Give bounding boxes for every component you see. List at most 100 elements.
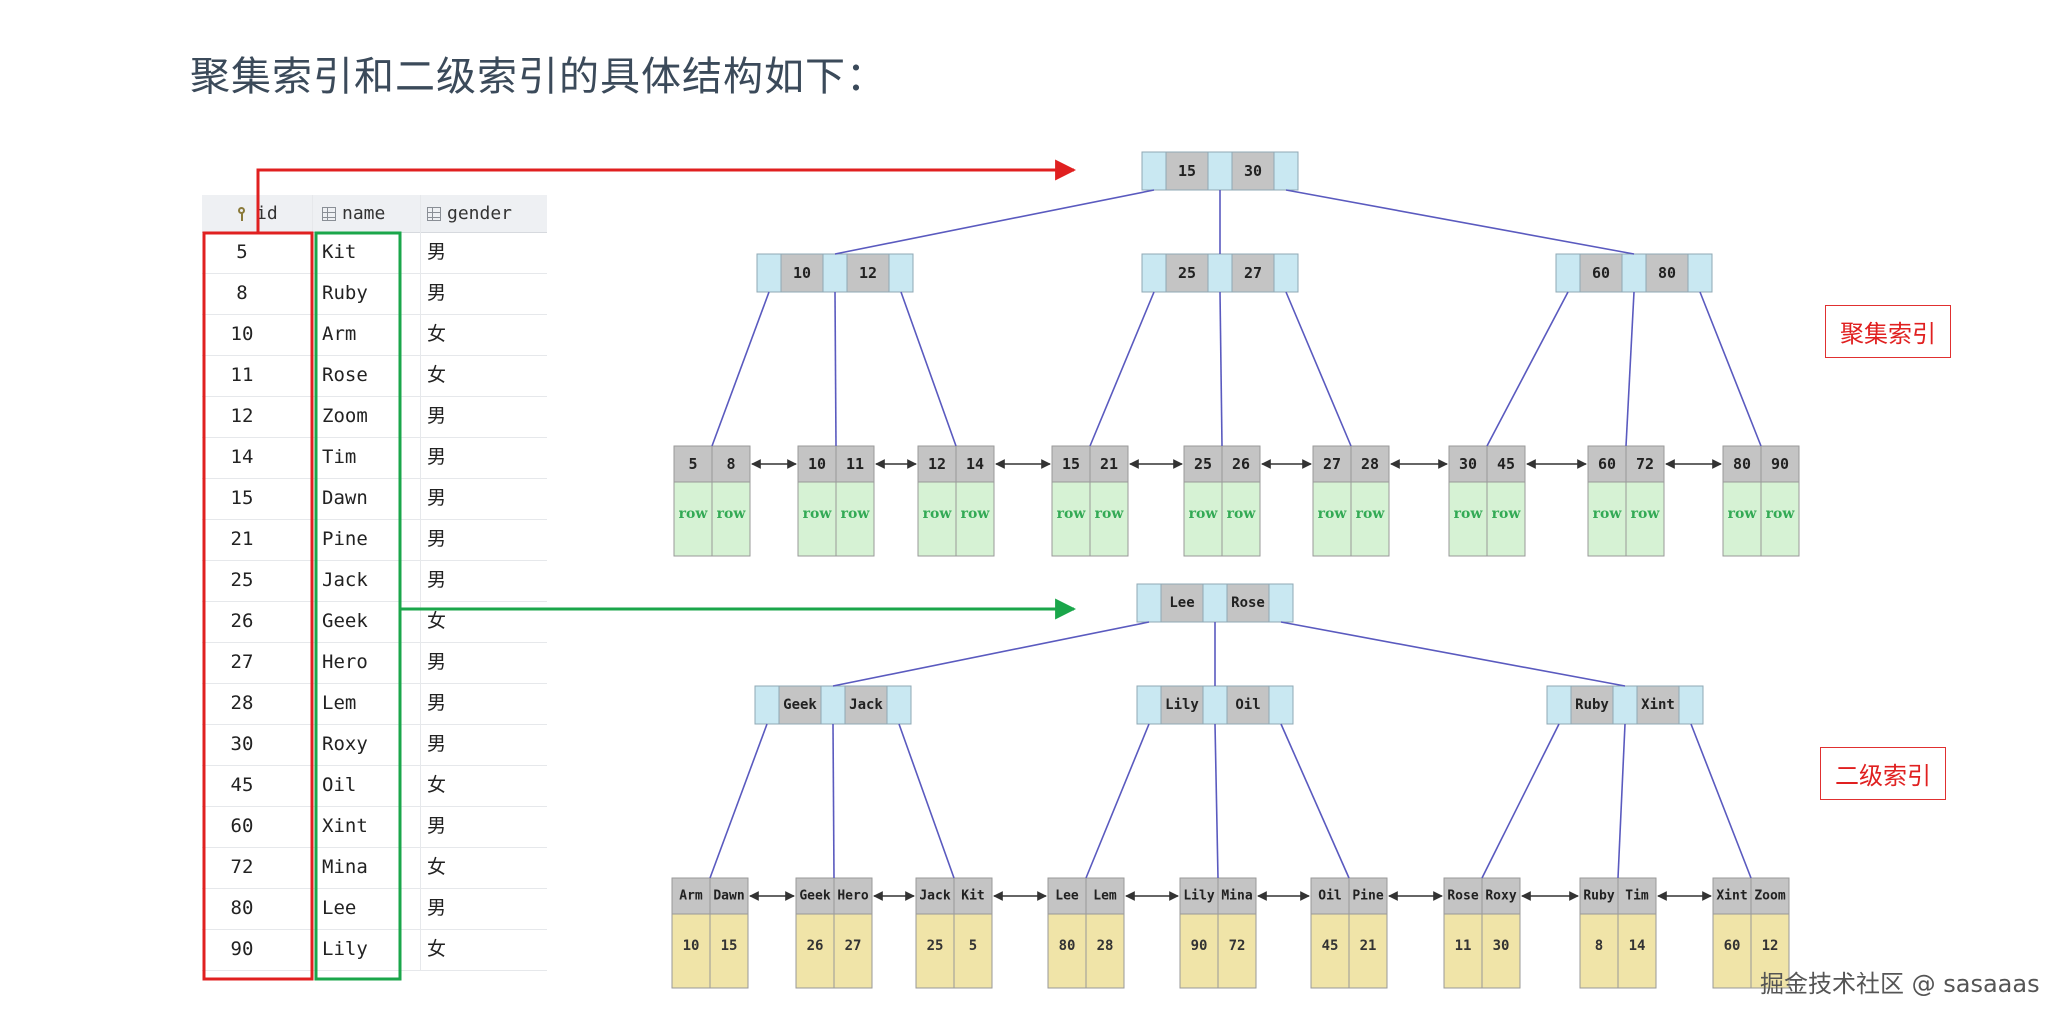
leaf-key: 72 [1636,455,1654,473]
leaf-value: 12 [1762,938,1779,954]
leaf-row-text: row [1728,506,1758,522]
leaf-key: Dawn [713,889,744,904]
primary-key-icon [236,207,250,221]
leaf-key: 45 [1497,455,1515,473]
leaf-key: 10 [808,455,826,473]
leaf-row-text: row [923,506,953,522]
leaf-value-cell [1047,913,1087,989]
leaf-value: 25 [927,938,944,954]
cell-gender: 女 [427,856,447,878]
tree-edge [1486,291,1569,447]
table-row[interactable]: 25 Jack 男 [202,560,547,602]
node-key-cell [778,685,822,725]
leaf-value: 72 [1229,938,1246,954]
leaf-key-cell [833,877,873,915]
leaf-value: 90 [1191,938,1208,954]
leaf-row-cell [1486,481,1526,557]
node-pointer-cell [1136,685,1162,725]
cell-gender: 男 [427,692,447,714]
cell-gender: 女 [427,774,447,796]
node-key-cell [844,685,888,725]
tree-edge [834,291,837,447]
tree-edge [1280,723,1350,879]
cell-id: 27 [230,651,254,673]
cell-name: Hero [322,651,368,673]
cell-name: Rose [322,364,368,386]
header-id[interactable]: id [236,195,278,232]
node-pointer-cell [1268,685,1294,725]
leaf-value-cell [795,913,835,989]
node-pointer-cell [1136,583,1162,623]
node-key: Lily [1165,697,1199,713]
leaf-value-cell [1617,913,1657,989]
leaf-key: Rose [1447,889,1478,904]
cell-gender: 男 [427,569,447,591]
node-key-cell [1165,151,1209,191]
leaf-row-text: row [841,506,871,522]
node-key: 25 [1178,264,1196,282]
column-icon [322,207,336,221]
page-title: 聚集索引和二级索引的具体结构如下： [190,54,887,100]
header-name[interactable]: name [322,195,385,232]
tree-edge [711,291,770,447]
cell-id: 5 [236,241,248,263]
leaf-key-cell [1089,445,1129,483]
cell-id: 90 [230,938,254,960]
leaf-value-cell [1179,913,1219,989]
leaf-value: 5 [969,938,977,954]
leaf-key: Mina [1221,889,1252,904]
cell-name: Arm [322,323,357,345]
leaf-key-cell [1310,877,1350,915]
leaf-key-cell [1750,877,1790,915]
leaf-value-cell [1712,913,1752,989]
header-gender[interactable]: gender [427,195,512,232]
leaf-key-cell [1348,877,1388,915]
node-pointer-cell [1207,253,1233,293]
cell-name: Lily [322,938,368,960]
leaf-value: 26 [807,938,824,954]
cell-id: 25 [230,569,254,591]
node-pointer-cell [1273,253,1299,293]
cell-gender: 女 [427,364,447,386]
node-key: Xint [1641,697,1675,713]
leaf-value: 8 [1595,938,1603,954]
node-key-cell [780,253,824,293]
cell-name: Xint [322,815,368,837]
cell-name: Jack [322,569,368,591]
tree-edge [1481,723,1560,879]
node-key: 15 [1178,162,1196,180]
leaf-row-cell [1625,481,1665,557]
leaf-value-cell [953,913,993,989]
cell-gender: 男 [427,733,447,755]
cell-id: 8 [236,282,248,304]
leaf-key: Lem [1093,889,1117,904]
cell-id: 14 [230,446,254,468]
cell-id: 45 [230,774,254,796]
leaf-row-cell [1183,481,1223,557]
column-divider [420,195,421,970]
leaf-key-cell [1760,445,1800,483]
